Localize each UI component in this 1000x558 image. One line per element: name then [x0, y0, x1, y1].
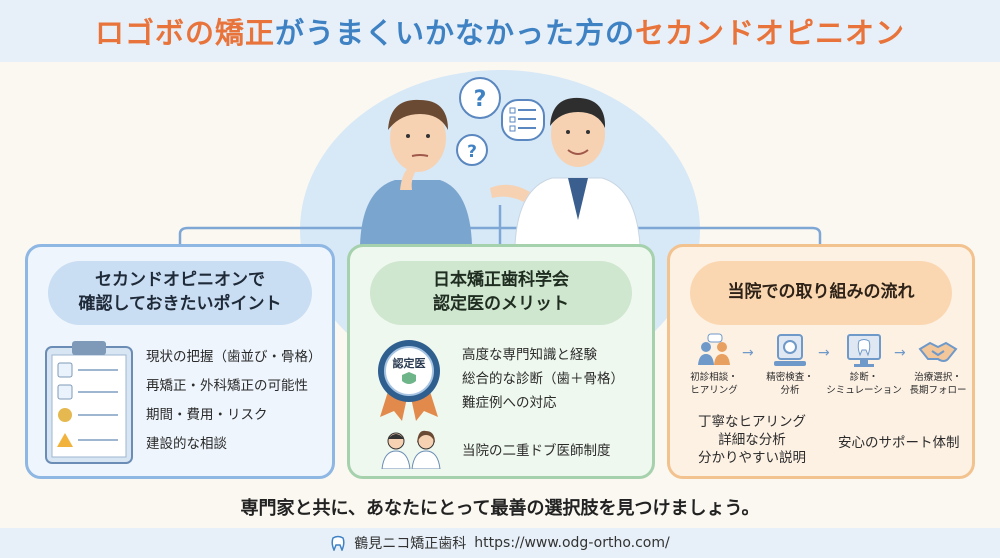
- flow-arrow-icon: →: [818, 345, 830, 361]
- flow-arrow-icon: →: [742, 345, 754, 361]
- monitor-tooth-icon: [847, 334, 881, 367]
- card-heading: セカンドオピニオンで 確認しておきたいポイント: [48, 261, 312, 325]
- consultation-illustration: ? ?: [360, 77, 641, 245]
- list-item: 現状の把握（歯並び・骨格）: [146, 349, 322, 365]
- footer: 鶴見ニコ矯正歯科 https://www.odg-ortho.com/: [0, 528, 1000, 558]
- clinic-name: 鶴見ニコ矯正歯科: [354, 536, 467, 552]
- list-item: 総合的な診断（歯＋骨格）: [462, 371, 624, 387]
- tagline: 専門家と共に、あなたにとって最善の選択肢を見つけましょう。: [240, 498, 760, 519]
- list-item: 建設的な相談: [146, 436, 227, 452]
- certification-badge-icon: 認定医: [378, 340, 440, 421]
- list-item: 丁寧なヒアリング: [698, 414, 806, 430]
- title-part-3: セカンドオピニオン: [635, 16, 906, 50]
- flow-arrow-icon: →: [894, 345, 906, 361]
- support-system: 安心のサポート体制: [838, 435, 960, 451]
- flow-step-consultation: 初診相談・ヒアリング: [678, 333, 750, 397]
- list-item: 分かりやすい説明: [698, 450, 806, 466]
- card-certified-merits: 日本矯正歯科学会 認定医のメリット 認定医 高度な専門知識と経験 総合的な診断（…: [347, 244, 655, 479]
- flow-step-treatment: 治療選択・長期フォロー: [902, 333, 974, 397]
- flow-features: 丁寧なヒアリング 詳細な分析 分かりやすい説明: [698, 413, 806, 467]
- ct-scanner-icon: [774, 334, 806, 366]
- doctor-figure: [490, 97, 641, 245]
- flow-step-diagnosis: 診断・シミュレーション: [826, 333, 902, 397]
- checklist-bubble-icon: [501, 99, 545, 141]
- svg-text:?: ?: [474, 87, 487, 112]
- page-title: ロゴボの矯正 がうまくいかなかった方の セカンドオピニオン: [0, 0, 1000, 62]
- title-part-2: がうまくいかなかった方の: [274, 16, 635, 50]
- question-bubble: ?: [459, 77, 501, 119]
- handshake-icon: [918, 341, 958, 362]
- list-item: 高度な専門知識と経験: [462, 347, 597, 363]
- patient-figure: [360, 99, 472, 245]
- svg-text:?: ?: [467, 142, 477, 162]
- card-heading: 日本矯正歯科学会 認定医のメリット: [370, 261, 632, 325]
- card-treatment-flow: 当院での取り組みの流れ 初診相談・ヒアリング → 精密検査・分析 →: [667, 244, 975, 479]
- svg-text:認定医: 認定医: [393, 356, 426, 370]
- list-item: 再矯正・外科矯正の可能性: [146, 378, 308, 394]
- card-heading: 当院での取り組みの流れ: [690, 261, 952, 325]
- merits-list: 高度な専門知識と経験 総合的な診断（歯＋骨格） 難症例への対応: [462, 343, 624, 415]
- points-list: 現状の把握（歯並び・骨格） 再矯正・外科矯正の可能性 期間・費用・リスク 建設的…: [146, 343, 322, 459]
- list-item: 難症例への対応: [462, 395, 557, 411]
- consultation-icon: [698, 333, 730, 365]
- dual-doctor-system: 当院の二重ドブ医師制度: [462, 443, 611, 459]
- flow-step-examination: 精密検査・分析: [754, 333, 826, 397]
- list-item: 詳細な分析: [718, 432, 786, 448]
- two-doctors-icon: [381, 430, 441, 469]
- card-second-opinion-points: セカンドオピニオンで 確認しておきたいポイント 現状の把握（歯並び・骨格） 再矯…: [25, 244, 335, 479]
- small-question-bubble: ?: [456, 134, 488, 166]
- list-item: 期間・費用・リスク: [146, 407, 268, 423]
- tooth-icon: [331, 535, 345, 551]
- clinic-url-link[interactable]: https://www.odg-ortho.com/: [474, 535, 670, 551]
- title-part-1: ロゴボの矯正: [94, 16, 275, 50]
- clipboard-icon: [45, 341, 133, 464]
- flow-steps: 初診相談・ヒアリング → 精密検査・分析 → 診断・シミュレーション →: [678, 333, 970, 405]
